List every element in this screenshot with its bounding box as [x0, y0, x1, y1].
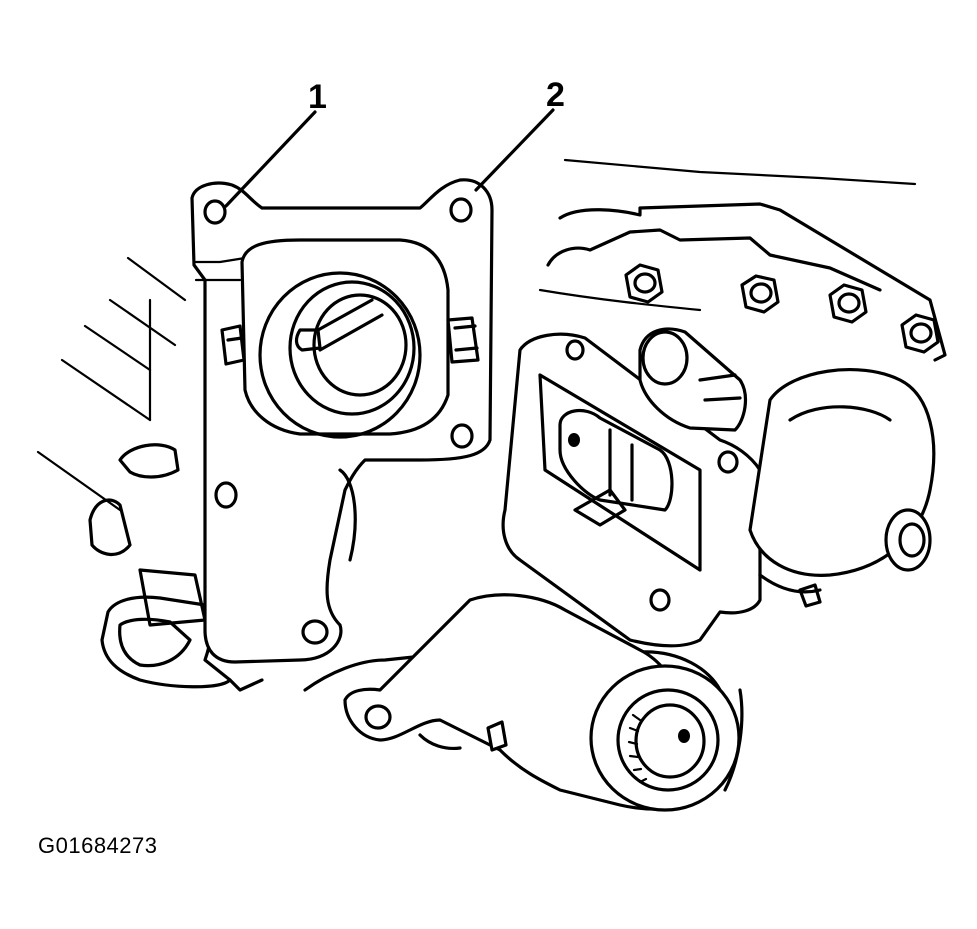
- top-bolts: [624, 263, 940, 354]
- callout-1-leader: [224, 110, 317, 208]
- callout-2-label: 2: [546, 76, 565, 114]
- figure-id-label: G01684273: [38, 833, 158, 858]
- callout-1-label: 1: [308, 78, 327, 116]
- background-housing-lines: [36, 256, 207, 627]
- callout-2-leader: [474, 108, 555, 192]
- seal-housing: [220, 238, 480, 439]
- transfer-case-body: [303, 158, 947, 812]
- lower-mount-pad: [100, 595, 264, 692]
